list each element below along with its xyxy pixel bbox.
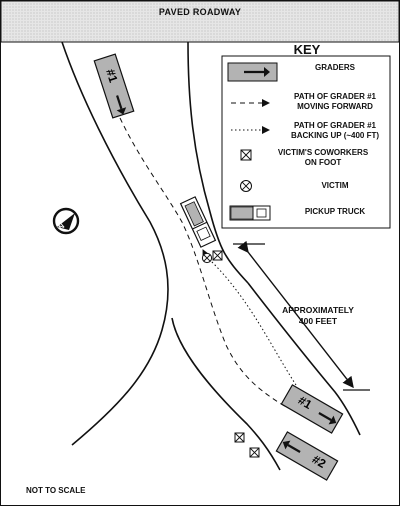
grader-1-end-label: #1: [296, 393, 315, 412]
grader-1-end: [280, 384, 344, 434]
key-box: [221, 55, 391, 229]
grader-1-start-label: #1: [103, 67, 121, 84]
key-victim-icon: [240, 180, 252, 192]
key-backing-path-label: PATH OF GRADER #1 BACKING UP (~400 FT): [280, 121, 390, 141]
victim-symbol: [201, 252, 213, 264]
paved-roadway: [0, 0, 400, 43]
grader-2-label: #2: [310, 452, 329, 471]
road-edge-right-lower: [171, 317, 281, 471]
grader-1-start: [93, 53, 135, 119]
key-graders-label: GRADERS: [314, 63, 355, 72]
key-coworkers-label: VICTIM'S COWORKERS ON FOOT: [268, 148, 378, 168]
distance-line1: APPROXIMATELY: [282, 305, 354, 315]
not-to-scale-label: NOT TO SCALE: [26, 486, 86, 495]
key-backing-path-line1: PATH OF GRADER #1: [294, 121, 376, 130]
key-victim-label: VICTIM: [321, 181, 349, 190]
distance-label: APPROXIMATELY 400 FEET: [270, 305, 366, 327]
coworker-symbol: [249, 447, 260, 458]
road-edge-right-upper: [187, 41, 249, 284]
distance-line2: 400 FEET: [298, 316, 338, 326]
key-coworkers-line1: VICTIM'S COWORKERS: [277, 148, 369, 157]
key-backing-path-line2: BACKING UP (~400 FT): [290, 131, 380, 140]
key-pickup-icon: [229, 205, 271, 221]
pickup-truck: [179, 196, 217, 248]
key-coworker-icon: [240, 149, 252, 161]
coworker-symbol: [234, 432, 245, 443]
key-forward-path-label: PATH OF GRADER #1 MOVING FORWARD: [280, 92, 390, 112]
key-pickup-label: PICKUP TRUCK: [304, 207, 366, 216]
north-arrow-icon: [52, 207, 80, 235]
road-edge-left: [61, 41, 169, 446]
key-forward-path-line1: PATH OF GRADER #1: [294, 92, 376, 101]
key-title: KEY: [293, 42, 321, 57]
grader-2: [275, 431, 339, 481]
key-coworkers-line2: ON FOOT: [304, 158, 342, 167]
key-grader-icon: [227, 62, 278, 82]
distance-arrow-line: [237, 240, 354, 389]
paved-roadway-label: PAVED ROADWAY: [158, 7, 242, 17]
key-forward-path-line2: MOVING FORWARD: [297, 102, 373, 111]
coworker-symbol: [212, 250, 223, 261]
north-label: N: [58, 223, 66, 232]
